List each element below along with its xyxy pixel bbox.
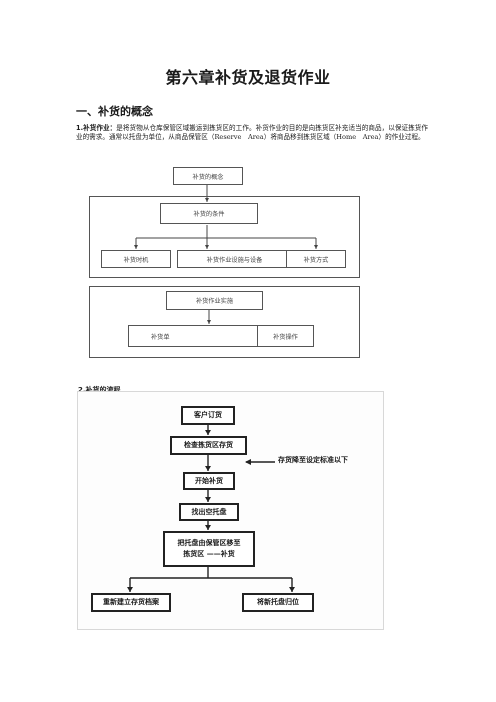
box-replenish-conditions: 补货的条件	[160, 203, 258, 224]
flow-step-check-inventory: 检查拣货区存货	[170, 436, 247, 455]
flow-note-threshold: 存货降至设定标准以下	[278, 456, 348, 464]
frame-implementation	[89, 286, 360, 358]
flow-step-customer-order: 客户订货	[181, 406, 235, 425]
section-heading-concept: 一、补货的概念	[76, 105, 153, 118]
paragraph-lead: 1.补货作业：	[76, 124, 117, 132]
box-replenish-operation: 补货操作	[257, 326, 313, 346]
box-replenish-implementation: 补货作业实施	[166, 291, 263, 310]
flow-step-find-pallet: 找出空托盘	[179, 503, 239, 521]
paragraph-body: 是将货物从仓库保管区域搬运到拣货区的工作。补货作业的目的是向拣货区补充适当的商品…	[76, 124, 428, 141]
flow-step-move-pallet-line1: 把托盘由保管区移至	[177, 539, 241, 547]
flow-step-move-pallet-line2: 拣货区 ——补货	[183, 550, 235, 558]
flow-step-rebuild-records: 重新建立存货档案	[91, 593, 171, 612]
flow-step-move-pallet: 把托盘由保管区移至 拣货区 ——补货	[163, 531, 255, 567]
box-replenish-method: 补货方式	[286, 250, 346, 268]
page-title: 第六章补货及退货作业	[165, 68, 331, 87]
paragraph-definition: 1.补货作业：是将货物从仓库保管区域搬运到拣货区的工作。补货作业的目的是向拣货区…	[76, 124, 428, 142]
flow-step-start-replenish: 开始补货	[183, 472, 235, 490]
box-replenish-concept: 补货的概念	[173, 167, 243, 185]
frame-conditions	[89, 196, 360, 278]
section-heading-flow: 2.补货的流程	[78, 386, 121, 394]
box-replenish-equipment: 补货作业设施与设备	[177, 250, 292, 268]
box-replenish-timing: 补货时机	[101, 250, 171, 268]
flow-step-return-pallet: 将新托盘归位	[242, 593, 314, 612]
